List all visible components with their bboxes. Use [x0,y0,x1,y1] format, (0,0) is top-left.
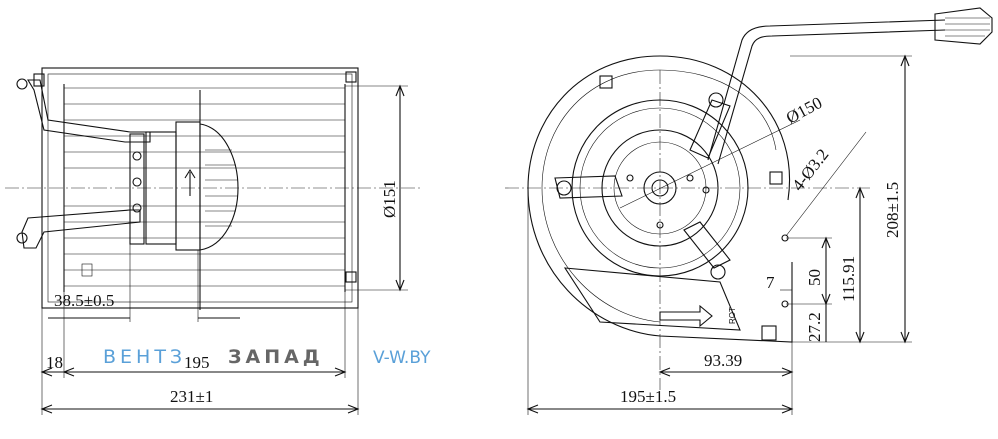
watermark-right: ЗАПАД [228,346,324,368]
dim-bottom: 18 195 231±1 [40,292,360,415]
impeller-blades [63,84,346,292]
dim-label-195-inner: 195 [184,353,210,372]
dim-horizontal: 93.39 195±1.5 [526,188,794,415]
dim-label-18: 18 [46,353,63,372]
dim-vertical: 208±1.5 115.91 50 27.2 7 [766,54,912,344]
dim-label-150: Ø150 [783,93,825,128]
dim-label-231: 231±1 [170,387,213,406]
motor-bracket [16,73,151,249]
svg-text:ROT: ROT [728,307,737,324]
dim-label-50: 50 [805,269,824,286]
watermark-url: V-W.BY [373,348,431,368]
dim-label-208: 208±1.5 [883,182,902,238]
dim-label-115: 115.91 [839,256,858,302]
watermark-left: ВЕНТЗ [103,346,187,368]
dim-label-holes: 4-Ø3.2 [788,145,832,194]
dim-holes: 4-Ø3.2 [785,131,867,237]
dim-label-195-width: 195±1.5 [620,387,676,406]
scroll-housing [527,55,793,343]
mounting-arms [554,92,731,280]
rotation-arrow: ROT [659,304,737,328]
dim-label-38: 38.5±0.5 [54,291,114,310]
dim-label-27: 27.2 [805,312,824,342]
motor [145,90,239,310]
dim-diameter-151: Ø151 [345,84,408,292]
dim-offset: 38.5±0.5 [48,244,240,322]
cable [707,7,993,165]
side-view: Ø151 38.5±0.5 18 195 231±1 [5,67,420,415]
dim-label-7: 7 [766,273,775,292]
front-view: ROT [505,7,993,415]
dim-label-151: Ø151 [380,180,399,218]
dim-label-93: 93.39 [704,351,742,370]
